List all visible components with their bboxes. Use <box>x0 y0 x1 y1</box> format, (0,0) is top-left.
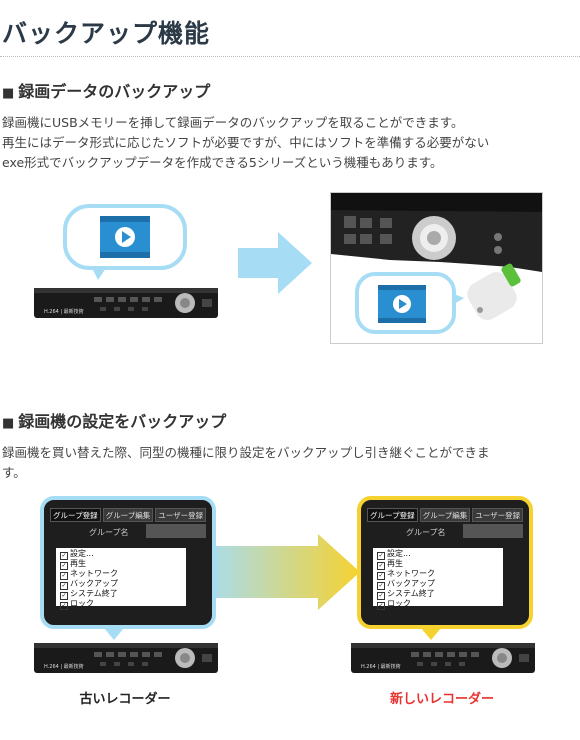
tab-group-register[interactable]: グループ登録 <box>367 508 418 522</box>
paragraph-line: 録画機にUSBメモリーを挿して録画データのバックアップを取ることができます。 <box>2 115 464 130</box>
group-name-label: グループ名 <box>406 528 446 537</box>
paragraph-line: 録画機を買い替えた際、同型の機種に限り設定をバックアップし引き継ぐことができま <box>2 445 490 460</box>
checkbox-checked-icon: ✓ <box>377 582 385 590</box>
list-item[interactable]: ✓システム終了 <box>377 589 435 600</box>
arrow-right-icon <box>238 232 312 294</box>
video-file-icon <box>378 285 426 323</box>
list-item[interactable]: ✓システム終了 <box>60 589 118 600</box>
video-file-icon <box>100 216 150 258</box>
paragraph-line: 再生にはデータ形式に応じたソフトが必要ですが、中にはソフトを準備する必要がない <box>2 135 490 150</box>
checkbox-checked-icon: ✓ <box>377 602 385 610</box>
old-recorder-caption: 古いレコーダー <box>79 692 171 707</box>
list-item[interactable]: ✓バックアップ <box>60 579 118 590</box>
recorder-brand-label: H.264 | 最新技術 <box>44 308 84 315</box>
tab-group-register[interactable]: グループ登録 <box>50 508 101 522</box>
bubble-tail <box>104 628 124 640</box>
section-heading-text: 録画データのバックアップ <box>18 82 211 101</box>
arrow-right-icon <box>204 534 360 610</box>
section-heading-text: 録画機の設定をバックアップ <box>18 412 227 431</box>
recorder-device-icon: H.264 | 最新技術 <box>34 643 218 673</box>
paragraph-line: exe形式でバックアップデータを作成できる5シリーズという機種もあります。 <box>2 155 443 170</box>
checkbox-checked-icon: ✓ <box>60 582 68 590</box>
list-item[interactable]: ✓ネットワーク <box>60 569 118 580</box>
tab-group-edit[interactable]: グループ編集 <box>419 508 471 522</box>
paragraph-line: す。 <box>2 465 26 480</box>
checkbox-checked-icon: ✓ <box>60 552 68 560</box>
bubble-tail <box>421 628 441 640</box>
list-item[interactable]: ✓設定... <box>60 549 94 560</box>
list-item[interactable]: ✓設定... <box>377 549 411 560</box>
checkbox-checked-icon: ✓ <box>377 552 385 560</box>
list-item[interactable]: ✓ロック <box>377 599 411 610</box>
checkbox-checked-icon: ✓ <box>60 602 68 610</box>
list-item[interactable]: ✓再生 <box>377 559 403 570</box>
video-bubble-illustration <box>355 272 464 334</box>
tab-user-register[interactable]: ユーザー登録 <box>472 508 524 522</box>
group-name-label: グループ名 <box>89 528 129 537</box>
new-recorder-settings-screen: グループ登録 グループ編集 ユーザー登録 グループ名 ✓設定... ✓再生 ✓ネ… <box>357 496 533 640</box>
checkbox-checked-icon: ✓ <box>377 572 385 580</box>
list-item[interactable]: ✓ネットワーク <box>377 569 435 580</box>
group-name-field[interactable] <box>463 524 523 538</box>
title-divider <box>0 56 580 57</box>
group-name-field[interactable] <box>146 524 206 538</box>
recorder-brand-label: H.264 | 最新技術 <box>361 663 401 670</box>
old-recorder-settings-screen: グループ登録 グループ編集 ユーザー登録 グループ名 ✓設定... ✓再生 ✓ネ… <box>40 496 216 640</box>
tab-bar: グループ登録 グループ編集 ユーザー登録 <box>367 508 524 522</box>
list-item[interactable]: ✓バックアップ <box>377 579 435 590</box>
square-marker-icon: ■ <box>2 416 15 431</box>
section-heading-settings-backup: ■録画機の設定をバックアップ <box>2 408 226 432</box>
new-recorder-caption: 新しいレコーダー <box>389 692 494 707</box>
list-item[interactable]: ✓再生 <box>60 559 86 570</box>
checkbox-checked-icon: ✓ <box>377 562 385 570</box>
section1-paragraph: 録画機にUSBメモリーを挿して録画データのバックアップを取ることができます。 再… <box>2 113 574 173</box>
checkbox-checked-icon: ✓ <box>60 592 68 600</box>
recorder-brand-label: H.264 | 最新技術 <box>44 663 84 670</box>
permission-list: ✓設定... ✓再生 ✓ネットワーク ✓バックアップ ✓システム終了 ✓ロック <box>373 548 503 610</box>
section2-paragraph: 録画機を買い替えた際、同型の機種に限り設定をバックアップし引き継ぐことができま … <box>2 443 574 483</box>
video-bubble-illustration <box>63 204 187 280</box>
tab-group-edit[interactable]: グループ編集 <box>102 508 154 522</box>
square-marker-icon: ■ <box>2 86 15 101</box>
checkbox-checked-icon: ✓ <box>60 562 68 570</box>
tab-bar: グループ登録 グループ編集 ユーザー登録 <box>50 508 207 522</box>
recorder-device-icon: H.264 | 最新技術 <box>351 643 535 673</box>
permission-list: ✓設定... ✓再生 ✓ネットワーク ✓バックアップ ✓システム終了 ✓ロック <box>56 548 186 610</box>
checkbox-checked-icon: ✓ <box>377 592 385 600</box>
usb-insertion-photo <box>330 192 543 344</box>
checkbox-checked-icon: ✓ <box>60 572 68 580</box>
section-heading-recording-backup: ■録画データのバックアップ <box>2 78 210 102</box>
recorder-device-icon: H.264 | 最新技術 <box>34 288 218 318</box>
tab-user-register[interactable]: ユーザー登録 <box>155 508 207 522</box>
page-title: バックアップ機能 <box>2 19 211 48</box>
list-item[interactable]: ✓ロック <box>60 599 94 610</box>
